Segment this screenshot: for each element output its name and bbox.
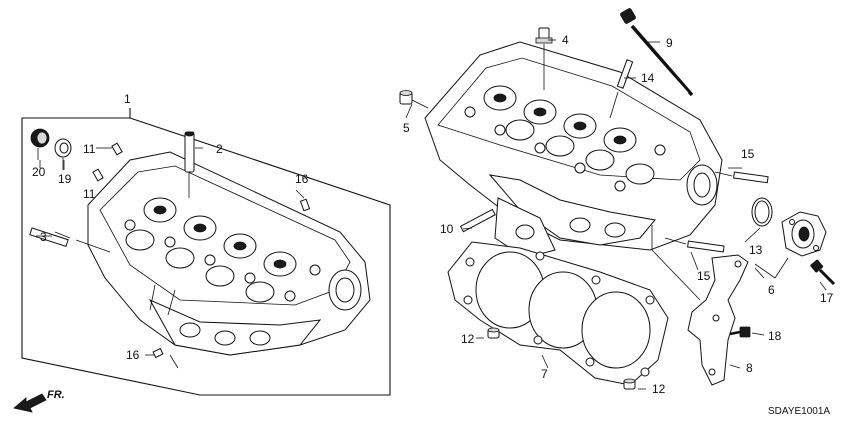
callout-19: 19: [58, 172, 72, 186]
callout-14: 14: [641, 71, 655, 85]
pin-part-11a: [111, 142, 123, 156]
o-ring-part-13: [751, 197, 773, 227]
callout-1: 1: [124, 92, 131, 106]
seal-part-20: [30, 128, 50, 160]
lifter-bores: [124, 219, 321, 302]
callout-9: 9: [666, 36, 673, 50]
callout-18: 18: [768, 329, 782, 343]
pin-part-16a: [299, 198, 311, 212]
dowel-part-12a: [487, 327, 500, 339]
callout-2: 2: [216, 142, 223, 156]
camshaft-saddles-front: [483, 85, 655, 185]
head-gasket-part-7: [447, 241, 669, 386]
callout-17: 17: [820, 291, 834, 305]
callouts: 1 2 3 4 5 6 7 8 9 10 11 11 12 12 13 14 1…: [32, 33, 834, 396]
pin-part-11b: [92, 168, 104, 182]
callout-4: 4: [562, 33, 569, 47]
pin-part-16b: [152, 347, 164, 359]
camshaft-saddles: [125, 197, 297, 303]
stud-part-15b: [664, 237, 725, 253]
bolt-part-17: [810, 259, 836, 286]
callout-15b: 15: [697, 269, 711, 283]
front-arrow-icon: [13, 393, 47, 413]
callout-10: 10: [440, 222, 454, 236]
rear-cylinder-head: [87, 151, 371, 356]
ring-part-19: [54, 138, 72, 170]
pipe-part-2: [184, 131, 195, 198]
housing-part-6: [781, 211, 827, 257]
callout-12a: 12: [461, 332, 475, 346]
stud-part-14: [609, 59, 634, 119]
callout-12b: 12: [652, 382, 666, 396]
diagram-code: SDAYE1001A: [768, 406, 830, 417]
callout-13: 13: [749, 243, 763, 257]
callout-7: 7: [541, 367, 548, 381]
front-cylinder-head: [424, 41, 723, 259]
dowel-part-12b: [623, 378, 636, 390]
stud-part-15a: [714, 171, 769, 184]
callout-11a: 11: [83, 142, 96, 156]
stud-part-10: [459, 208, 496, 233]
callout-20: 20: [32, 165, 46, 179]
callout-15a: 15: [741, 147, 755, 161]
callout-16a: 16: [295, 172, 309, 186]
rear-head-assembly-frame: [21, 108, 391, 396]
bracket-part-8: [651, 225, 749, 386]
bolt-part-18: [729, 326, 751, 338]
front-label: FR.: [47, 389, 65, 401]
lifter-bores-front: [464, 106, 666, 192]
plug-part-5: [399, 90, 429, 109]
leader-lines: [36, 39, 827, 390]
bolt-part-4: [535, 27, 553, 90]
long-bolt-part-9: [620, 8, 694, 97]
callout-8: 8: [746, 361, 753, 375]
callout-5: 5: [403, 121, 410, 135]
callout-16b: 16: [126, 348, 140, 362]
callout-3: 3: [40, 230, 47, 244]
callout-6: 6: [768, 283, 775, 297]
stud-part-3: [29, 227, 111, 253]
callout-11b: 11: [83, 187, 96, 201]
front-direction-marker: FR.: [13, 389, 65, 413]
